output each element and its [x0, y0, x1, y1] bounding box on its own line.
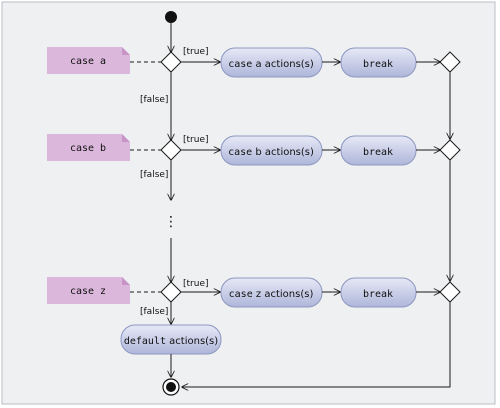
guard-false-b: [false] — [140, 170, 168, 180]
action-case-a: case a actions(s) — [220, 47, 323, 78]
final-node — [162, 378, 180, 396]
action-case-z-keyword: case — [229, 289, 253, 300]
note-case-a: case a — [47, 47, 130, 74]
svg-text:case z actions(s): case z actions(s) — [229, 289, 314, 300]
flow-merge-z-to-final — [182, 302, 451, 387]
svg-text:case a actions(s): case a actions(s) — [228, 59, 314, 70]
ellipsis: ⋮ — [164, 214, 178, 230]
action-case-b-text: b actions(s) — [252, 147, 314, 158]
break-z: break — [340, 277, 417, 308]
action-case-b-keyword: case — [228, 147, 252, 158]
action-case-a-text: a actions(s) — [252, 59, 314, 70]
svg-text:default actions(s): default actions(s) — [124, 336, 218, 347]
action-case-z: case z actions(s) — [220, 277, 323, 308]
guard-false-a: [false] — [140, 95, 168, 105]
break-b-label: break — [363, 147, 393, 158]
break-a: break — [340, 47, 417, 78]
guard-true-z: [true] — [183, 279, 209, 289]
note-case-b-label: case b — [70, 143, 106, 154]
break-z-label: break — [363, 289, 393, 300]
action-case-a-keyword: case — [228, 59, 252, 70]
note-case-b: case b — [47, 134, 130, 161]
note-case-a-label: case a — [70, 56, 106, 67]
break-b: break — [340, 135, 417, 166]
note-case-z: case z — [47, 277, 130, 304]
initial-node — [165, 11, 177, 23]
guard-true-a: [true] — [183, 47, 209, 57]
action-default-text: actions(s) — [166, 336, 218, 347]
action-default-keyword: default — [124, 336, 166, 347]
guard-true-b: [true] — [183, 135, 209, 145]
break-a-label: break — [363, 59, 393, 70]
action-case-z-text: z actions(s) — [253, 289, 314, 300]
note-case-z-label: case z — [70, 286, 106, 297]
action-case-b: case b actions(s) — [220, 135, 323, 166]
action-default: default actions(s) — [120, 324, 222, 355]
guard-false-z: [false] — [140, 307, 168, 317]
svg-text:case b actions(s): case b actions(s) — [228, 147, 314, 158]
